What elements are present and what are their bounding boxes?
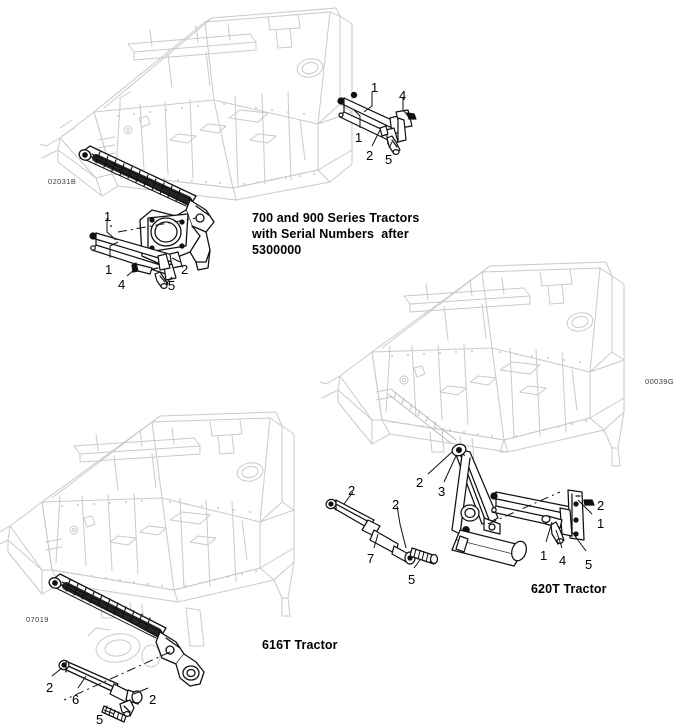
figure-code-07019: 07019 — [26, 615, 49, 624]
part-linkage-620t — [451, 443, 527, 567]
series-note-line-3: 5300000 — [252, 243, 302, 257]
callout-lower-2a: 2 — [46, 680, 54, 695]
callout-top-1b: 1 — [355, 130, 363, 145]
callout-620t-1b: 1 — [540, 548, 548, 563]
leaders-616t-link — [343, 491, 421, 569]
chassis-ghost-620t-chain — [387, 389, 457, 445]
callout-620t-2a: 2 — [416, 475, 424, 490]
callout-left-1b: 1 — [105, 262, 113, 277]
callout-620t-1a: 1 — [597, 516, 605, 531]
chassis-ghost-620t-rivets — [391, 350, 587, 437]
part-cylinder-upper-left — [78, 145, 215, 271]
callout-lower-5: 5 — [96, 712, 104, 727]
callout-616t-2b: 2 — [392, 497, 400, 512]
caption-616t: 616T Tractor — [262, 638, 338, 652]
leaders-upper-left — [106, 217, 197, 285]
series-note-line-2: with Serial Numbers after — [252, 227, 409, 241]
callout-top-2: 2 — [366, 148, 374, 163]
figure-code-02031b: 02031B — [48, 177, 77, 186]
chassis-ghost-620t — [319, 261, 625, 467]
leaders-620t — [427, 451, 593, 552]
chassis-ghost-616t — [0, 411, 295, 668]
callout-left-5: 5 — [168, 278, 176, 293]
chassis-ghost-616t-rivets — [61, 500, 257, 587]
callout-lower-6: 6 — [72, 692, 80, 707]
leaders-lower-left — [51, 651, 171, 715]
callout-616t-7: 7 — [367, 551, 375, 566]
callout-620t-2b: 2 — [597, 498, 605, 513]
chassis-ghost-700-900-rivets — [117, 103, 315, 185]
series-note: 700 and 900 Series Tractors with Serial N… — [252, 210, 419, 258]
callout-620t-5: 5 — [585, 557, 593, 572]
callout-left-4: 4 — [118, 277, 126, 292]
callout-616t-5: 5 — [408, 572, 416, 587]
leaders-upper-right — [353, 92, 410, 149]
part-rods-620t — [490, 489, 595, 545]
part-link-arm-616t — [325, 498, 439, 565]
caption-620t: 620T Tractor — [531, 582, 607, 596]
callout-620t-4: 4 — [559, 553, 567, 568]
figure-code-00039g: 00039G — [645, 377, 675, 386]
series-note-line-1: 700 and 900 Series Tractors — [252, 211, 420, 225]
callout-lower-2b: 2 — [149, 692, 157, 707]
callout-620t-3: 3 — [438, 484, 446, 499]
callout-left-1a: 1 — [104, 209, 112, 224]
callout-top-5: 5 — [385, 152, 393, 167]
callout-top-1a: 1 — [371, 80, 379, 95]
part-rods-upper-left — [89, 232, 183, 290]
chassis-ghost-700-900 — [39, 7, 353, 201]
callout-left-2: 2 — [181, 262, 189, 277]
part-cylinder-616t — [48, 573, 205, 687]
callout-616t-2a: 2 — [348, 483, 356, 498]
callout-top-4: 4 — [399, 88, 407, 103]
part-rods-upper-right — [337, 91, 417, 156]
